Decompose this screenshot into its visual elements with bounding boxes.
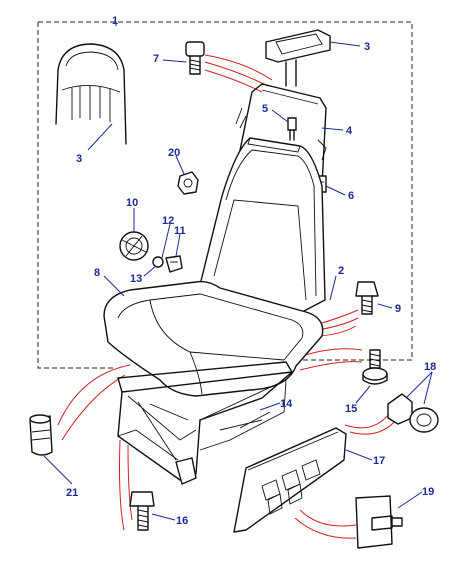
callout-1: 1	[112, 15, 118, 27]
headrest-pad	[55, 43, 127, 145]
callout-7: 7	[153, 53, 159, 65]
callout-4: 4	[346, 125, 353, 137]
callout-12: 12	[162, 215, 174, 227]
backrest-frame	[235, 83, 327, 187]
callout-20: 20	[168, 147, 180, 159]
callout-14: 14	[280, 398, 293, 410]
seat-cushion	[103, 280, 324, 397]
bracket-19	[355, 495, 403, 549]
knob-20	[177, 171, 199, 195]
headrest	[265, 29, 331, 87]
callout-17: 17	[373, 455, 385, 467]
callouts: 1 2 3 3 4 5 6 7 8 9 10 11 12 13 14 15 16…	[66, 15, 436, 527]
screw-9	[355, 281, 379, 315]
callout-16: 16	[176, 515, 188, 527]
callout-11: 11	[174, 225, 186, 237]
seat-frame	[117, 361, 293, 485]
leader-lines	[43, 22, 433, 521]
callout-18: 18	[424, 361, 436, 373]
bolt-15	[362, 349, 388, 385]
callout-13: 13	[130, 273, 142, 285]
assembly-boundary	[37, 21, 413, 369]
callout-3-right: 3	[364, 41, 370, 53]
side-trim-panel	[233, 427, 347, 533]
recliner-knob	[119, 231, 183, 273]
callout-8: 8	[94, 267, 100, 279]
bolt-16	[129, 491, 155, 531]
callout-10: 10	[126, 197, 138, 209]
wire-lines	[57, 54, 399, 539]
callout-3-left: 3	[76, 153, 82, 165]
callout-6: 6	[348, 190, 354, 202]
callout-9: 9	[395, 303, 401, 315]
bolt-7	[185, 41, 205, 75]
callout-15: 15	[345, 403, 357, 415]
clip-18	[387, 393, 439, 433]
callout-2: 2	[338, 265, 344, 277]
callout-19: 19	[422, 486, 434, 498]
callout-21: 21	[66, 487, 78, 499]
cap-21	[29, 414, 53, 456]
callout-5: 5	[262, 103, 268, 115]
seat-backrest	[199, 137, 326, 313]
